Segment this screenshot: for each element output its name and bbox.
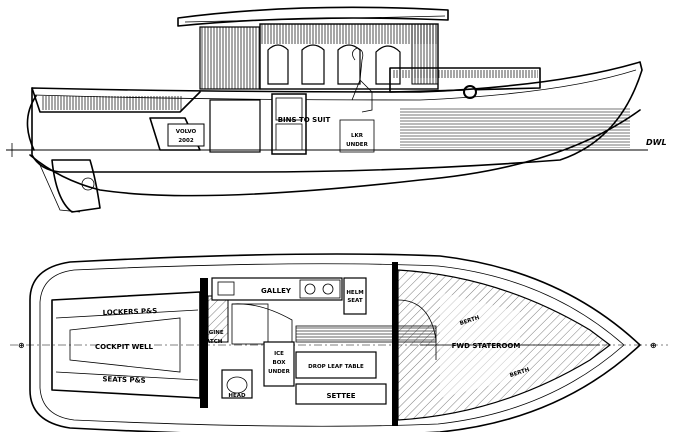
seat-edge-stbd xyxy=(55,371,199,381)
cl-mark-aft: ⊕ xyxy=(18,341,25,350)
bottom-curve xyxy=(29,109,641,197)
icebox-label-2: BOX xyxy=(273,360,287,366)
house-planking-aft xyxy=(199,26,261,90)
locker-label-1: LKR xyxy=(351,133,364,139)
window-4 xyxy=(375,45,401,85)
cockpit-coaming xyxy=(31,87,201,113)
lockers-label: LOCKERS P&S xyxy=(102,307,157,317)
head-label: HEAD xyxy=(228,393,246,399)
seat-edge-port xyxy=(55,309,199,319)
fwd-stateroom-label: FWD STATEROOM xyxy=(452,342,521,350)
galley-label: GALLEY xyxy=(261,287,292,295)
sink xyxy=(217,281,235,296)
accommodation-plan: ⊕ ⊕ GALLE xyxy=(10,253,668,436)
deck-inner-line xyxy=(39,263,625,427)
companionway xyxy=(231,303,293,346)
engine-label-1: VOLVO xyxy=(176,129,197,135)
porthole xyxy=(463,85,477,99)
head-bowl xyxy=(226,376,248,394)
fwd-bulkhead xyxy=(392,262,398,426)
cl-mark-fwd: ⊕ xyxy=(650,341,657,350)
house-planking-top xyxy=(260,24,438,44)
window-1 xyxy=(267,44,289,85)
table-label: DROP LEAF TABLE xyxy=(308,364,364,370)
icebox-label-1: ICE xyxy=(274,351,284,357)
fwd-trunk xyxy=(389,67,541,93)
icebox xyxy=(263,341,295,387)
trunk-planking xyxy=(392,70,538,78)
drop-leaf-table xyxy=(295,351,377,379)
burner-2 xyxy=(322,283,334,295)
stove xyxy=(299,279,341,299)
window-3 xyxy=(337,44,361,85)
cockpit-planking xyxy=(42,96,182,110)
settee-label: SETTEE xyxy=(326,392,355,400)
hull xyxy=(31,61,643,173)
locker-label-2: UNDER xyxy=(346,142,368,148)
icebox-label-3: UNDER xyxy=(268,369,290,375)
propeller xyxy=(81,177,95,191)
helm-seat xyxy=(343,277,367,315)
settee xyxy=(295,383,387,405)
burner-1 xyxy=(304,283,316,295)
window-2 xyxy=(301,44,325,85)
cockpit-well xyxy=(69,317,181,373)
rudder xyxy=(51,159,101,213)
engine-label-box xyxy=(167,123,205,147)
waterline-label: DWL xyxy=(646,138,667,147)
engine-space xyxy=(209,99,261,153)
locker-box xyxy=(339,119,375,153)
galley-floor xyxy=(231,303,269,345)
engine-hatch-label-2: HATCH xyxy=(202,339,223,345)
galley-counter xyxy=(211,277,343,301)
helmsman-figure xyxy=(351,47,373,113)
bin-upper xyxy=(275,97,303,121)
roof-edge xyxy=(184,15,446,23)
cockpit-well-label: COCKPIT WELL xyxy=(95,343,154,351)
hull-planking xyxy=(400,108,630,148)
helm-seat-label-2: SEAT xyxy=(347,298,363,304)
side-profile: VOLVO 2002 BINS TO SUIT LKR UNDER DWL xyxy=(6,6,667,213)
main-bulkhead xyxy=(200,278,208,408)
transom xyxy=(26,95,37,151)
engine-hatch-label-1: ENGINE xyxy=(200,330,224,336)
engine-label-2: 2002 xyxy=(178,138,193,144)
seats-label: SEATS P&S xyxy=(102,375,145,385)
bins-label: BINS TO SUIT xyxy=(278,116,331,124)
helm-seat-label-1: HELM xyxy=(346,290,363,296)
